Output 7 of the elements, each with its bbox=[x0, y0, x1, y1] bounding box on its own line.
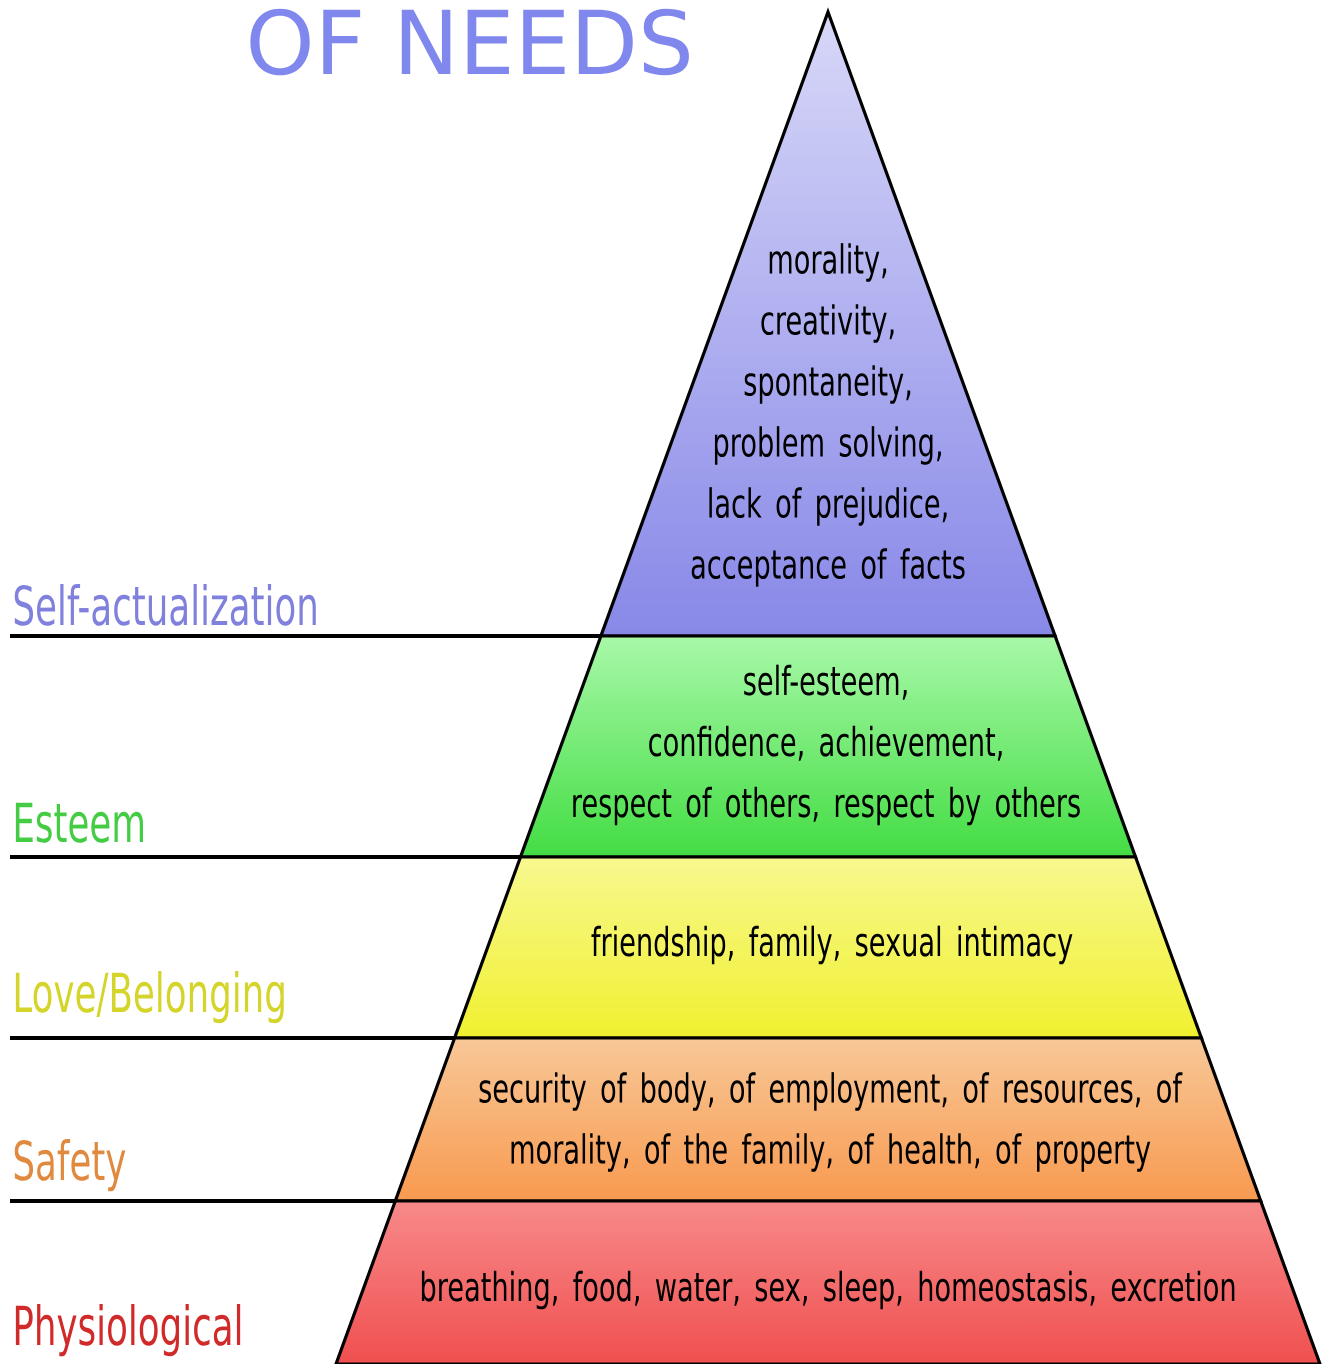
level-label: Esteem bbox=[15, 802, 143, 843]
level-label: Safety bbox=[14, 1139, 126, 1192]
level-label: Love/Belonging bbox=[15, 971, 284, 1024]
pyramid-level: self-esteem, confidence, achievement, respect of others, respect by others bbox=[518, 634, 1138, 859]
level-label: Physiological bbox=[15, 1304, 241, 1357]
level-label: Self-actualization bbox=[14, 584, 316, 626]
pyramid-level: security of body, of employment, of resources, of morality, of the family, of health, of property bbox=[393, 1036, 1263, 1203]
